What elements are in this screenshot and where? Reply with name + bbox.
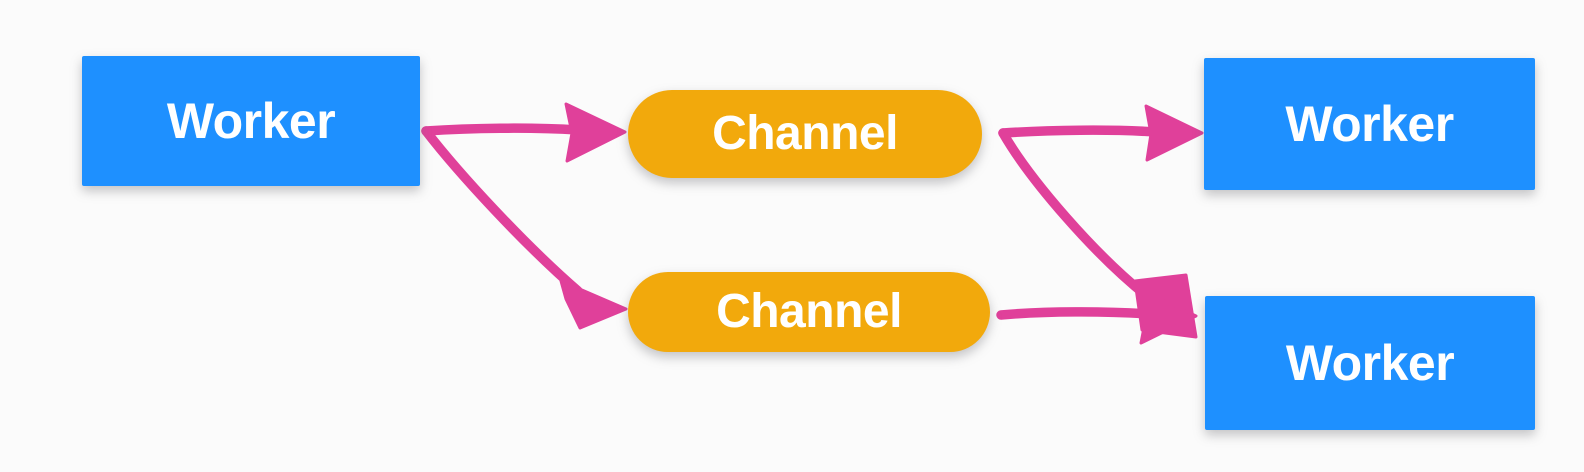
edge-worker-left-to-channel-bottom [421,126,628,330]
node-label: Worker [166,93,336,149]
node-label: Channel [712,107,898,160]
node-label: Worker [1285,96,1454,152]
edge-channel-top-to-worker-bottom-right [998,128,1198,339]
node-label: Channel [716,285,902,338]
node-label: Worker [1285,335,1455,391]
node-worker-left[interactable]: Worker [82,56,420,186]
node-worker-top-right[interactable]: Worker [1204,58,1535,190]
node-channel-top[interactable]: Channel [628,90,982,178]
node-channel-bottom[interactable]: Channel [628,272,990,352]
node-worker-bottom-right[interactable]: Worker [1205,296,1535,430]
edge-channel-bottom-to-worker-bottom-right [996,287,1198,345]
edge-channel-top-to-worker-top-right [998,104,1204,162]
edge-worker-left-to-channel-top [421,102,627,163]
